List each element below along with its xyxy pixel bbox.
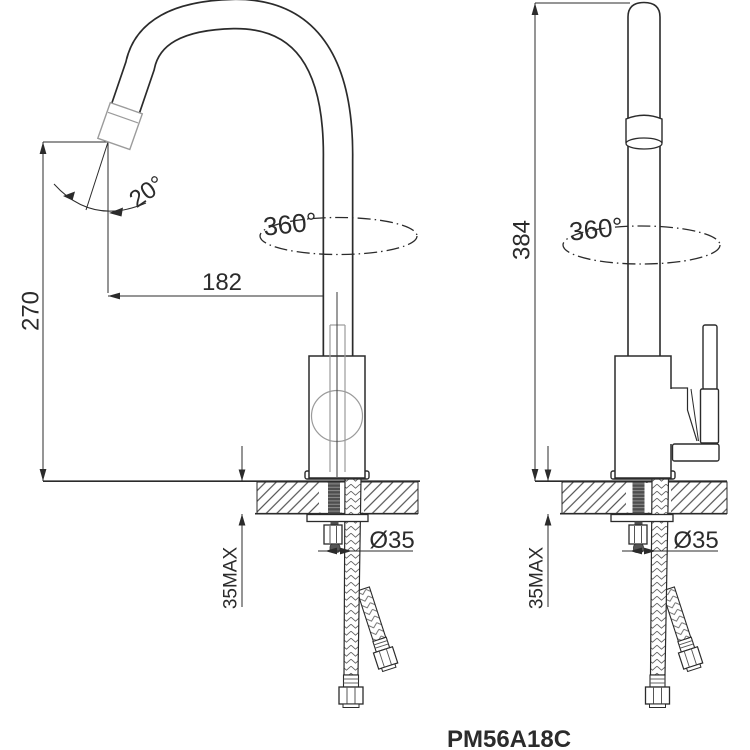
swivel-360-label-side: 360° — [568, 211, 625, 246]
hose-nut-side — [644, 686, 671, 705]
spout-column-side — [627, 1, 661, 357]
swivel-360-label-front: 360° — [262, 206, 319, 241]
swivel-ellipse-side — [562, 225, 721, 265]
dim-270-label: 270 — [18, 291, 45, 331]
faucet-body-side — [614, 355, 672, 479]
arrowhead-icon — [325, 547, 337, 555]
side-view: 384 360° Ø35 35MAX — [509, 1, 728, 708]
handle-lever — [702, 324, 718, 391]
arrowhead-icon — [544, 469, 552, 481]
dim-hole-35-front — [318, 547, 413, 555]
handle-base — [671, 387, 720, 444]
arrowhead-icon — [238, 469, 246, 481]
arrowhead-icon — [531, 3, 539, 15]
dim-270 — [39, 141, 108, 481]
mounting-washer-front — [306, 513, 369, 523]
arrowhead-icon — [340, 547, 352, 555]
dim-35max-side — [544, 446, 552, 607]
angle-20-label: 20° — [124, 171, 169, 214]
arrowhead-icon — [63, 191, 75, 201]
mounting-nut-front — [323, 524, 343, 545]
handle-connector — [671, 443, 720, 462]
threaded-rod-side — [632, 482, 645, 514]
arrowhead-icon — [644, 547, 656, 555]
deck-max-label-side: 35MAX — [527, 547, 548, 610]
angle-20-annotation — [53, 141, 147, 293]
deck-max-label-front: 35MAX — [221, 547, 242, 610]
spout-aerator — [96, 101, 144, 151]
hole-35-label-front: Ø35 — [369, 527, 414, 554]
spout-joint-ring — [625, 114, 663, 150]
hole-35-label-side: Ø35 — [673, 527, 718, 554]
arrowhead-icon — [531, 469, 539, 481]
dim-384-label: 384 — [509, 220, 536, 260]
arrowhead-icon — [39, 469, 47, 481]
gooseneck-spout — [110, 0, 354, 374]
mounting-washer-side — [610, 513, 674, 523]
supply-hose-branch-front — [356, 586, 399, 673]
hose-nut-front — [338, 686, 364, 705]
model-code: PM56A18C — [447, 726, 571, 750]
dim-384 — [531, 2, 630, 481]
countertop-front — [43, 480, 420, 515]
dim-hole-35-side — [622, 547, 718, 555]
supply-hose-side — [644, 478, 671, 708]
arrowhead-icon — [238, 514, 246, 526]
arrowhead-icon — [544, 514, 552, 526]
arrowhead-icon — [109, 207, 123, 217]
arrowhead-icon — [39, 142, 47, 154]
dim-182-label: 182 — [202, 269, 242, 296]
supply-hose-branch-side — [661, 586, 704, 673]
swivel-ellipse-front — [259, 216, 418, 256]
dim-35max-front — [238, 446, 246, 607]
front-view: 270 182 20° 360° Ø35 35MAX — [18, 0, 420, 708]
supply-hose-front — [338, 478, 364, 708]
arrowhead-icon — [108, 292, 120, 300]
threaded-rod-front — [328, 482, 340, 514]
countertop-side — [535, 480, 728, 515]
arrowhead-icon — [630, 547, 642, 555]
mounting-nut-side — [628, 524, 648, 545]
